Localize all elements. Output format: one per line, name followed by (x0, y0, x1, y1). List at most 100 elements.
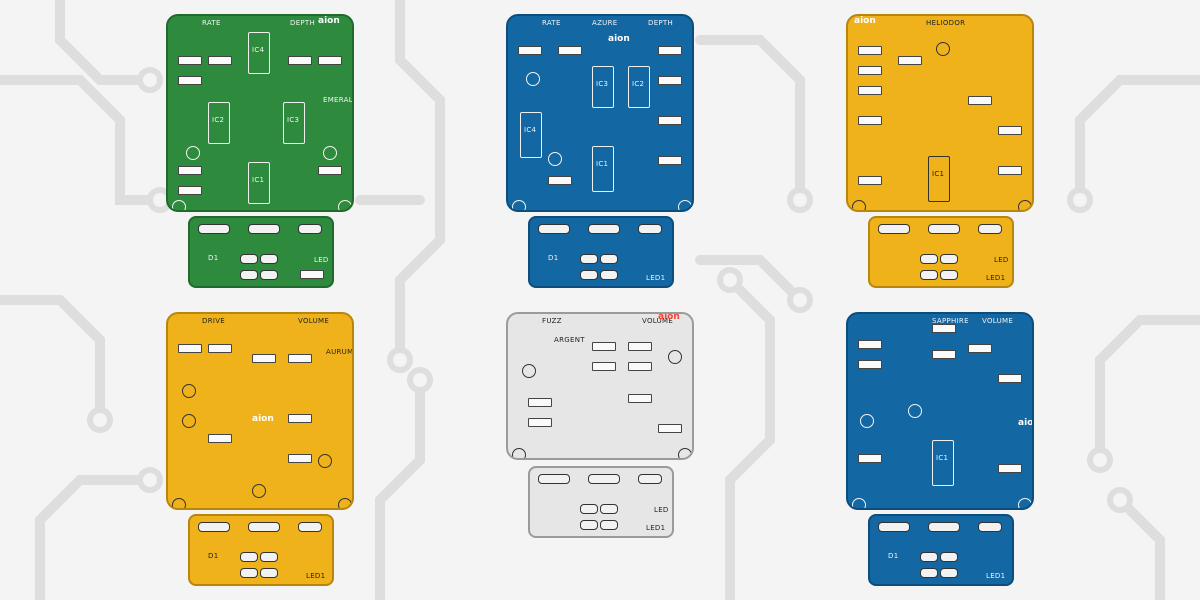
switch-pad (260, 254, 278, 264)
capacitor (908, 404, 922, 418)
pcb-argent: FUZZ VOLUME ARGENT aion (506, 312, 694, 460)
switch-pad (638, 224, 662, 234)
pcb-heliodor: aion HELIODOR IC1 (846, 14, 1034, 212)
switch-pad (240, 552, 258, 562)
resistor (208, 344, 232, 353)
d1-label: D1 (208, 254, 219, 262)
switch-pad (600, 504, 618, 514)
ic3-label: IC3 (596, 80, 609, 88)
resistor (178, 344, 202, 353)
knob-label-volume: VOLUME (642, 317, 674, 325)
resistor (318, 56, 342, 65)
board-name: EMERALD (323, 96, 353, 104)
capacitor (252, 484, 266, 498)
switch-pad (240, 270, 258, 280)
knob-label-drive: DRIVE (202, 317, 226, 325)
mounting-hole (852, 498, 866, 508)
capacitor (548, 152, 562, 166)
brand-logo: aion (318, 16, 340, 26)
resistor (178, 186, 202, 195)
ic3-chip (283, 102, 305, 144)
mounting-hole (338, 200, 352, 210)
switch-pad (198, 522, 230, 532)
resistor (998, 464, 1022, 473)
switch-pad (928, 522, 960, 532)
capacitor (186, 146, 200, 160)
resistor (592, 342, 616, 351)
switch-pad (538, 224, 570, 234)
ic3-chip (592, 66, 614, 108)
switch-pad (600, 254, 618, 264)
resistor (628, 342, 652, 351)
brand-logo: aion (1018, 418, 1034, 428)
led-label: LED (654, 506, 669, 514)
resistor (658, 424, 682, 433)
brand-logo: aion (658, 312, 680, 322)
ic1-chip (248, 162, 270, 204)
led-ref-label: LED1 (986, 572, 1006, 580)
resistor (178, 166, 202, 175)
switch-pad (588, 474, 620, 484)
footswitch-board-heliodor: LED LED1 (868, 216, 1014, 288)
resistor (658, 46, 682, 55)
ic1-label: IC1 (932, 170, 945, 178)
d1-label: D1 (888, 552, 899, 560)
led-ref-label: LED1 (986, 274, 1006, 282)
knob-label-fuzz: FUZZ (542, 317, 562, 325)
resistor (898, 56, 922, 65)
pcb-sapphire: SAPPHIRE VOLUME aion IC1 (846, 312, 1034, 510)
resistor (528, 398, 552, 407)
resistor (628, 394, 652, 403)
resistor (932, 324, 956, 333)
ic1-chip (928, 156, 950, 202)
switch-pad (940, 568, 958, 578)
switch-pad (940, 270, 958, 280)
resistor (998, 166, 1022, 175)
pcb-aurum: DRIVE VOLUME AURUM aion (166, 312, 354, 510)
resistor (858, 116, 882, 125)
switch-pad (298, 224, 322, 234)
resistor (628, 362, 652, 371)
led-label: LED (314, 256, 329, 264)
brand-logo: aion (854, 16, 876, 26)
d1-label: D1 (208, 552, 219, 560)
led-ref-label: LED1 (306, 572, 326, 580)
ic2-label: IC2 (212, 116, 225, 124)
capacitor (936, 42, 950, 56)
switch-pad (928, 224, 960, 234)
capacitor (318, 454, 332, 468)
switch-pad (588, 224, 620, 234)
resistor (858, 176, 882, 185)
board-name: SAPPHIRE (932, 317, 969, 325)
resistor (658, 156, 682, 165)
resistor (288, 354, 312, 363)
ic1-label: IC1 (596, 160, 609, 168)
capacitor (182, 384, 196, 398)
brand-logo: aion (252, 414, 274, 424)
resistor (932, 350, 956, 359)
resistor (658, 76, 682, 85)
switch-pad (580, 520, 598, 530)
board-name: ARGENT (554, 336, 585, 344)
mounting-hole (172, 498, 186, 508)
resistor (858, 46, 882, 55)
resistor (318, 166, 342, 175)
resistor (548, 176, 572, 185)
resistor (288, 454, 312, 463)
ic1-label: IC1 (252, 176, 265, 184)
brand-logo: aion (608, 34, 630, 44)
switch-pad (198, 224, 230, 234)
transistor (668, 350, 682, 364)
mounting-hole (852, 200, 866, 210)
capacitor (526, 72, 540, 86)
switch-pad (878, 224, 910, 234)
resistor (858, 454, 882, 463)
footswitch-board-aurum: D1 LED1 (188, 514, 334, 586)
knob-label-depth: DEPTH (290, 19, 316, 27)
ic1-label: IC1 (936, 454, 949, 462)
mounting-hole (678, 200, 692, 210)
mounting-hole (512, 200, 526, 210)
led-label: LED (994, 256, 1009, 264)
knob-label-volume: VOLUME (298, 317, 330, 325)
